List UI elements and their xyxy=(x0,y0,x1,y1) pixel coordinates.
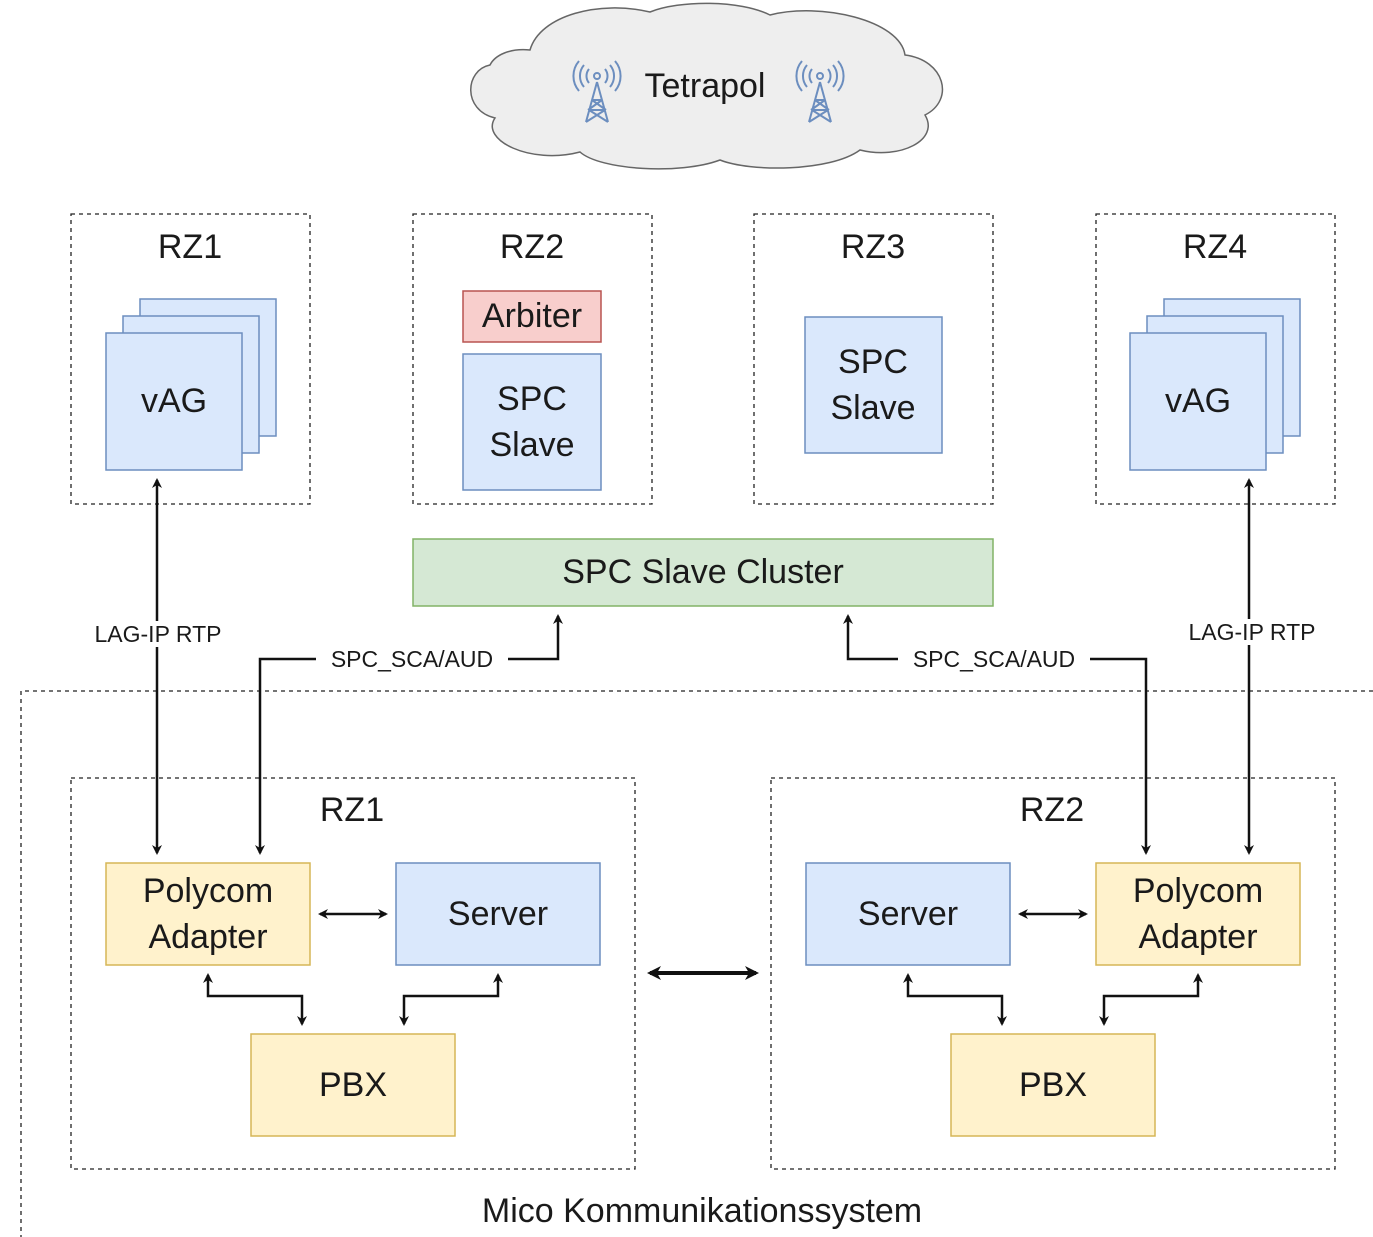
zone-label: RZ1 xyxy=(320,791,384,829)
tetrapol-cloud: Tetrapol xyxy=(470,2,944,170)
spc-slave-line1: SPC xyxy=(838,343,908,381)
adapter-line1: Polycom xyxy=(143,872,273,910)
top-zone-rz2: RZ2 Arbiter SPC Slave xyxy=(412,213,653,505)
spc-label-right: SPC_SCA/AUD xyxy=(913,646,1075,672)
spc-slave-line2: Slave xyxy=(489,426,574,464)
spc-slave-cluster: SPC Slave Cluster xyxy=(412,538,994,607)
server-label: Server xyxy=(858,895,958,933)
pbx-box xyxy=(950,1033,1156,1137)
adapter-pbx-link xyxy=(203,973,307,1026)
lag-ip-label-right: LAG-IP RTP xyxy=(1189,619,1316,645)
adapter-line1: Polycom xyxy=(1133,872,1263,910)
pbx-label: PBX xyxy=(1019,1066,1087,1104)
lag-ip-label-left: LAG-IP RTP xyxy=(95,621,222,647)
spc-slave-box xyxy=(804,316,943,454)
spc-slave-box xyxy=(462,353,602,491)
spc-slave-line1: SPC xyxy=(497,380,567,418)
zone-label: RZ2 xyxy=(1020,791,1084,829)
site-rz2: RZ2 Server Polycom Adapter PBX xyxy=(770,777,1336,1170)
server-box xyxy=(805,862,1011,966)
adapter-line2: Adapter xyxy=(1138,918,1257,956)
edge-labels: LAG-IP RTP LAG-IP RTP SPC_SCA/AUD SPC_SC… xyxy=(82,619,1328,672)
server-box xyxy=(395,862,601,966)
polycom-adapter xyxy=(105,862,311,966)
zone-label: RZ1 xyxy=(158,228,222,266)
server-pbx-link xyxy=(399,973,503,1026)
arbiter-box xyxy=(462,290,602,343)
site-rz1: RZ1 Polycom Adapter Server PBX xyxy=(70,777,636,1170)
cloud-label: Tetrapol xyxy=(645,67,766,105)
zone-label: RZ3 xyxy=(841,228,905,266)
cluster-label: SPC Slave Cluster xyxy=(562,553,844,591)
vag-stack xyxy=(1129,332,1267,471)
server-pbx-link xyxy=(903,973,1007,1026)
zone-label: RZ4 xyxy=(1183,228,1247,266)
top-zone-rz1: RZ1 vAG xyxy=(70,213,311,505)
vag-label: vAG xyxy=(141,382,207,420)
pbx-box xyxy=(250,1033,456,1137)
zone-label: RZ2 xyxy=(500,228,564,266)
arbiter-label: Arbiter xyxy=(482,297,582,335)
top-zone-rz4: RZ4 vAG xyxy=(1095,213,1336,505)
spc-label-left: SPC_SCA/AUD xyxy=(331,646,493,672)
system-label: Mico Kommunikationssystem xyxy=(482,1192,922,1230)
adapter-pbx-link xyxy=(1099,973,1203,1026)
pbx-label: PBX xyxy=(319,1066,387,1104)
connectors xyxy=(152,478,1254,1026)
vag-label: vAG xyxy=(1165,382,1231,420)
server-label: Server xyxy=(448,895,548,933)
adapter-line2: Adapter xyxy=(148,918,267,956)
spc-slave-line2: Slave xyxy=(830,389,915,427)
top-zone-rz3: RZ3 SPC Slave xyxy=(753,213,994,505)
polycom-adapter xyxy=(1095,862,1301,966)
vag-stack xyxy=(105,332,243,471)
